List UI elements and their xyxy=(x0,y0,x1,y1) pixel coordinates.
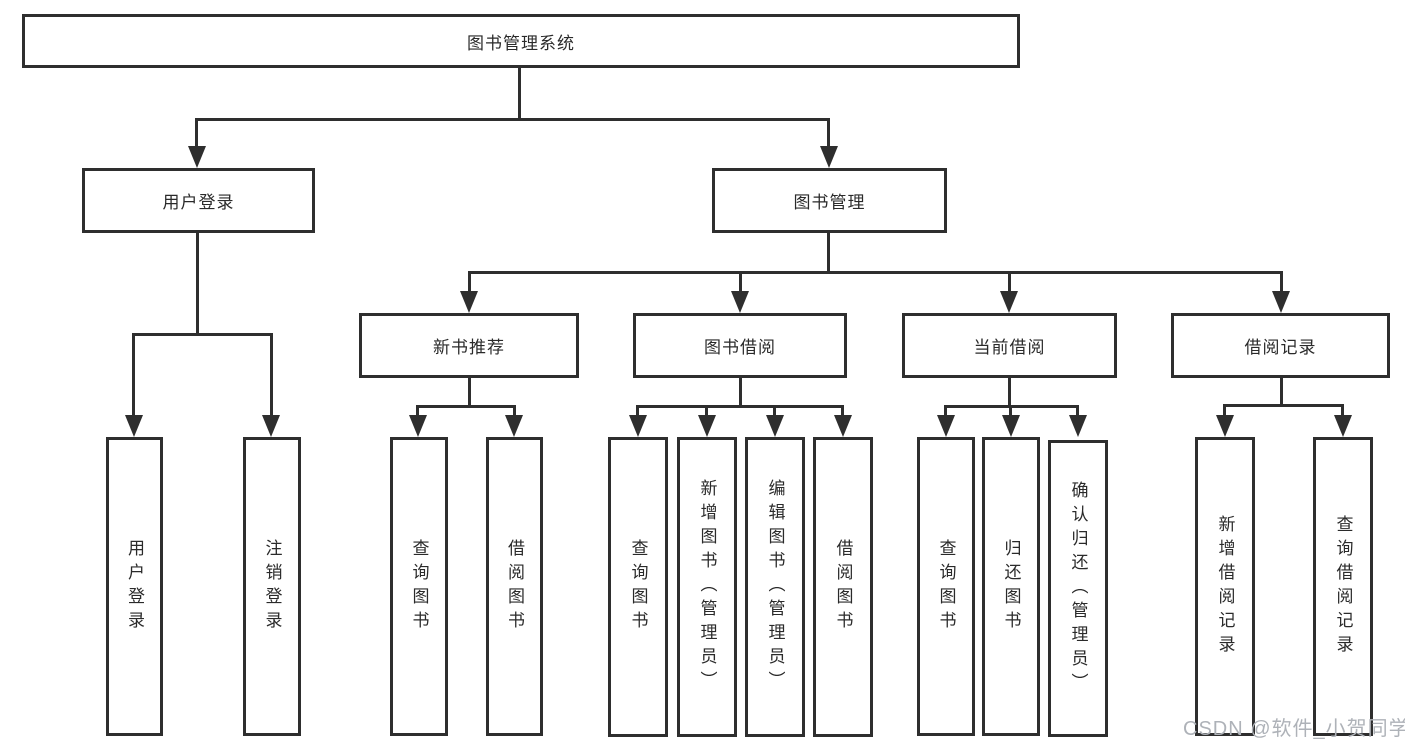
leaf-cb-confirm-return-admin: 确认归还（管理员） xyxy=(1048,440,1108,737)
connector-bb-drop-2 xyxy=(705,405,708,417)
node-root: 图书管理系统 xyxy=(22,14,1020,68)
arrow-down-icon xyxy=(1002,415,1020,437)
connector-br-drop-1 xyxy=(1223,404,1226,417)
connector-mgmt-drop-4 xyxy=(1280,271,1283,293)
leaf-br-query-record: 查询借阅记录 xyxy=(1313,437,1373,736)
connector-mgmt-split xyxy=(468,271,1283,274)
arrow-down-icon xyxy=(1000,291,1018,313)
leaf-cb-return-book: 归还图书 xyxy=(982,437,1040,736)
connector-root-split xyxy=(195,118,830,121)
arrow-down-icon xyxy=(834,415,852,437)
connector-bb-drop-1 xyxy=(636,405,639,417)
arrow-down-icon xyxy=(409,415,427,437)
leaf-bb-borrow-book: 借阅图书 xyxy=(813,437,873,737)
arrow-down-icon xyxy=(1216,415,1234,437)
connector-nbr-stem xyxy=(468,378,471,407)
arrow-down-icon xyxy=(262,415,280,437)
leaf-user-login: 用户登录 xyxy=(106,437,163,736)
connector-root-drop-left xyxy=(195,118,198,148)
leaf-bb-add-book-admin: 新增图书（管理员） xyxy=(677,437,737,737)
arrow-down-icon xyxy=(731,291,749,313)
leaf-bb-query-book: 查询图书 xyxy=(608,437,668,737)
leaf-nbr-borrow-book: 借阅图书 xyxy=(486,437,543,736)
connector-nbr-drop-1 xyxy=(416,405,419,417)
connector-bb-split xyxy=(636,405,844,408)
arrow-down-icon xyxy=(125,415,143,437)
node-borrow-records: 借阅记录 xyxy=(1171,313,1390,378)
arrow-down-icon xyxy=(1334,415,1352,437)
connector-mgmt-stem xyxy=(827,233,830,274)
connector-user-drop-1 xyxy=(132,333,135,417)
connector-br-drop-2 xyxy=(1341,404,1344,417)
arrow-down-icon xyxy=(766,415,784,437)
node-current-borrow: 当前借阅 xyxy=(902,313,1117,378)
connector-cb-drop-3 xyxy=(1076,405,1079,417)
leaf-logout: 注销登录 xyxy=(243,437,301,736)
node-user-login: 用户登录 xyxy=(82,168,315,233)
arrow-down-icon xyxy=(188,146,206,168)
connector-cb-drop-2 xyxy=(1009,405,1012,417)
arrow-down-icon xyxy=(698,415,716,437)
connector-cb-drop-1 xyxy=(944,405,947,417)
leaf-bb-edit-book-admin: 编辑图书（管理员） xyxy=(745,437,805,737)
connector-mgmt-drop-3 xyxy=(1008,271,1011,293)
node-book-management: 图书管理 xyxy=(712,168,947,233)
connector-mgmt-drop-2 xyxy=(739,271,742,293)
arrow-down-icon xyxy=(505,415,523,437)
connector-user-split xyxy=(132,333,273,336)
node-new-book-recommend: 新书推荐 xyxy=(359,313,579,378)
connector-nbr-drop-2 xyxy=(513,405,516,417)
watermark: CSDN @软件_小贺同学 xyxy=(1183,718,1405,740)
connector-root-stem xyxy=(518,68,521,120)
leaf-br-add-record: 新增借阅记录 xyxy=(1195,437,1255,736)
arrow-down-icon xyxy=(629,415,647,437)
connector-bb-drop-4 xyxy=(841,405,844,417)
connector-cb-stem xyxy=(1008,378,1011,407)
arrow-down-icon xyxy=(460,291,478,313)
leaf-cb-query-book: 查询图书 xyxy=(917,437,975,736)
arrow-down-icon xyxy=(937,415,955,437)
connector-bb-drop-3 xyxy=(773,405,776,417)
connector-user-stem xyxy=(196,233,199,335)
leaf-nbr-query-book: 查询图书 xyxy=(390,437,448,736)
arrow-down-icon xyxy=(820,146,838,168)
connector-bb-stem xyxy=(739,378,742,407)
arrow-down-icon xyxy=(1069,415,1087,437)
connector-root-drop-right xyxy=(827,118,830,148)
connector-user-drop-2 xyxy=(270,333,273,417)
arrow-down-icon xyxy=(1272,291,1290,313)
connector-nbr-split xyxy=(416,405,516,408)
connector-br-split xyxy=(1223,404,1343,407)
connector-mgmt-drop-1 xyxy=(468,271,471,293)
node-book-borrow: 图书借阅 xyxy=(633,313,847,378)
connector-br-stem xyxy=(1280,378,1283,406)
